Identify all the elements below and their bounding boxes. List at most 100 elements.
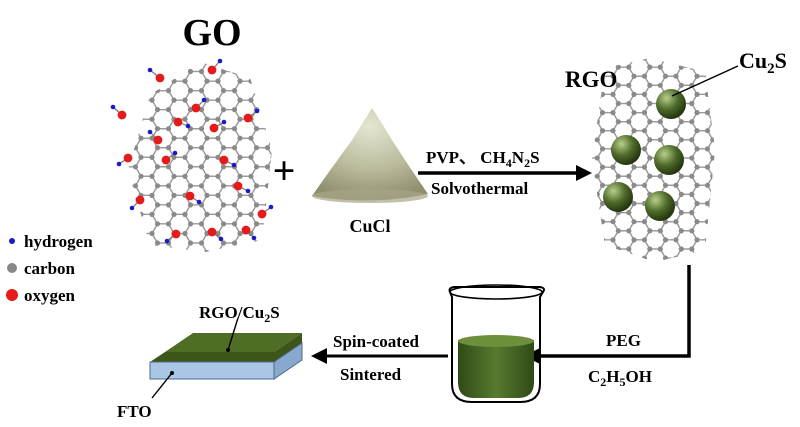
go-carbon-atom [253, 202, 260, 208]
go-carbon-atom [149, 40, 154, 45]
arrow-solvothermal [418, 165, 592, 181]
rgo-carbon-atom [657, 246, 663, 252]
rgo-carbon-atom [694, 91, 700, 97]
rgo-carbon-atom [726, 237, 731, 242]
rgo-carbon-atom [742, 137, 747, 142]
go-carbon-atom [237, 97, 243, 103]
go-ring [266, 213, 272, 235]
rgo-carbon-atom [736, 274, 741, 279]
go-ring [167, 251, 192, 252]
cu2s-particles [603, 89, 686, 221]
go-ring [200, 251, 225, 252]
rgo-carbon-atom [615, 119, 621, 125]
go-carbon-atom [149, 211, 155, 217]
go-carbon-atom [132, 68, 139, 75]
go-ring [266, 62, 272, 82]
rgo-carbon-atom [689, 155, 695, 161]
rgo-carbon-atom [689, 119, 695, 125]
hydrogen-atom [196, 199, 202, 205]
go-carbon-atom [281, 269, 286, 274]
go-ring [266, 99, 272, 120]
rgo-ring [659, 58, 683, 59]
rgo-ring [596, 58, 620, 59]
go-carbon-atom [182, 230, 188, 237]
rgo-carbon-atom [704, 146, 711, 152]
go-carbon-atom [204, 62, 210, 65]
go-carbon-atom [105, 269, 110, 274]
oxygen-atom [171, 229, 181, 239]
go-carbon-atom [237, 269, 242, 274]
go-carbon-atom [265, 31, 270, 36]
rgo-carbon-atom [736, 37, 741, 42]
go-carbon-atom [204, 135, 210, 141]
go-carbon-atom [220, 145, 227, 151]
rgo-carbon-atom [631, 164, 637, 170]
hydrogen-atom [110, 104, 116, 110]
rgo-carbon-atom [563, 192, 568, 197]
go-carbon-atom [100, 145, 105, 150]
cu2s-sphere [654, 145, 684, 175]
go-carbon-atom [281, 117, 286, 122]
rgo-ring [708, 267, 729, 285]
rgo-carbon-atom [721, 46, 726, 51]
go-carbon-atom [149, 192, 155, 198]
go-carbon-atom [281, 231, 286, 236]
rgo-carbon-atom [710, 210, 715, 216]
go-carbon-atom [204, 288, 209, 293]
go-ring [119, 33, 141, 52]
go-carbon-atom [248, 62, 254, 65]
go-carbon-atom [149, 288, 154, 293]
oxygen-atom [135, 195, 145, 205]
go-carbon-atom [166, 31, 171, 36]
go-carbon-atom [132, 221, 139, 227]
go-carbon-atom [248, 269, 253, 274]
go-carbon-atom [132, 183, 139, 189]
rgo-carbon-atom [599, 110, 606, 116]
go-carbon-atom [281, 136, 286, 141]
rgo-ring [592, 58, 604, 68]
rgo-ring [708, 31, 729, 49]
go-carbon-atom [215, 154, 221, 160]
rgo-carbon-atom [641, 73, 648, 79]
rgo-carbon-atom [631, 128, 637, 134]
rgo-ring [723, 222, 744, 240]
rgo-carbon-atom [736, 110, 741, 115]
go-carbon-atom [116, 98, 121, 103]
go-carbon-atom [165, 221, 172, 227]
rgo-carbon-atom [658, 283, 663, 288]
rgo-carbon-atom [631, 255, 637, 261]
rgo-ring [566, 276, 587, 294]
go-ring [128, 223, 142, 244]
go-ring [202, 272, 224, 291]
go-carbon-atom [270, 288, 275, 293]
go-ring [136, 272, 158, 291]
rgo-carbon-atom [568, 92, 573, 97]
go-carbon-atom [154, 88, 161, 94]
go-carbon-atom [100, 279, 105, 284]
legend-carbon-swatch [7, 263, 17, 273]
go-carbon-atom [155, 50, 160, 55]
go-carbon-atom [165, 126, 172, 132]
go-carbon-atom [237, 288, 242, 293]
rgo-carbon-atom [742, 174, 747, 179]
rgo-carbon-atom [626, 283, 631, 288]
cucl-label: CuCl [349, 216, 390, 236]
go-carbon-atom [248, 40, 253, 45]
legend-oxygen-swatch [6, 289, 18, 301]
go-ring [134, 62, 159, 82]
rgo-carbon-atom [584, 246, 589, 251]
go-carbon-atom [138, 97, 144, 103]
rgo-ring [706, 193, 715, 214]
rgo-carbon-atom [615, 100, 621, 107]
rgo-carbon-atom [742, 83, 747, 88]
go-ring [103, 81, 125, 100]
rgo-carbon-atom [721, 265, 726, 270]
rgo-carbon-atom [657, 64, 663, 70]
rgo-carbon-atom [599, 164, 606, 170]
rgo-carbon-atom [673, 237, 679, 243]
film-on-fto [149, 317, 303, 399]
rgo-carbon-atom [641, 128, 648, 134]
go-carbon-atom [270, 97, 272, 103]
go-carbon-atom [149, 230, 155, 237]
